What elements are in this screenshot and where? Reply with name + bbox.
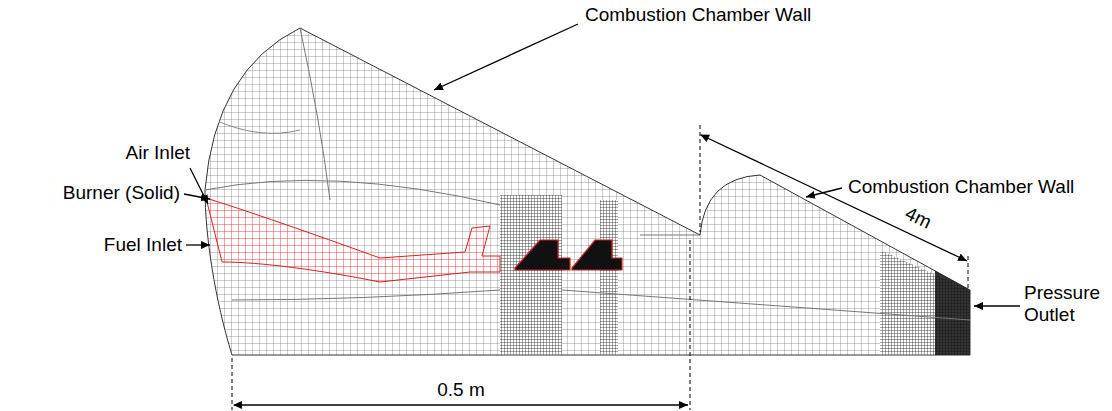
part-label: Air Inlet [126,142,190,164]
part-label: Combustion Chamber Wall [848,176,1074,198]
dimension-label: 4m [901,202,934,233]
part-label: Fuel Inlet [104,234,182,256]
part-label: Combustion Chamber Wall [585,4,811,26]
part-label: Pressure Outlet [1024,282,1106,326]
dimension-label: 0.5 m [437,379,485,401]
part-label: Burner (Solid) [63,182,180,204]
